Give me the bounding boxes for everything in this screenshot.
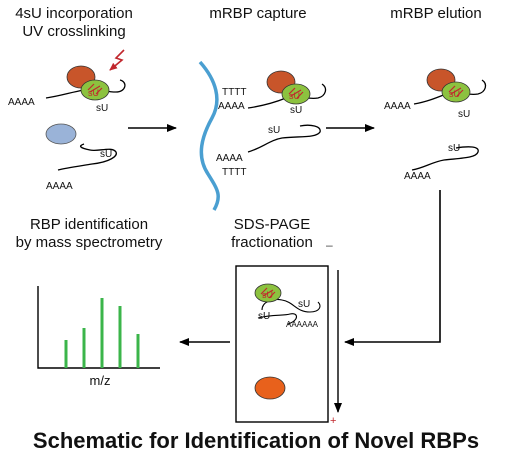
polya-label: AAAA [46, 181, 73, 192]
gel-minus-sign: – [326, 238, 333, 252]
mass-spectrum [37, 286, 160, 369]
step-capture-label: mRBP capture [209, 5, 307, 22]
panel-capture [198, 60, 327, 211]
crosslink-mark [288, 87, 304, 99]
crosslink-mark [260, 287, 276, 299]
polya-label: AAAA [218, 101, 245, 112]
protein-green [281, 83, 311, 105]
gel-panel [235, 265, 342, 423]
su-label: sU [258, 311, 271, 322]
sds-line1: SDS-PAGE [233, 216, 311, 233]
oligo-dt-bead [198, 60, 220, 211]
su-label: sU [290, 105, 303, 116]
protein-blue [45, 123, 77, 145]
protein-green [80, 79, 110, 101]
crosslink-mark [87, 83, 103, 95]
sds-line2: fractionation [231, 234, 313, 251]
su-label: sU [268, 125, 281, 136]
step-sds-label: SDS-PAGE fractionation [212, 216, 332, 252]
arrow-to-sds [344, 190, 441, 346]
crosslinked-su-label: sU [262, 290, 273, 300]
step-elution-label: mRBP elution [390, 5, 482, 22]
gel-box [235, 265, 329, 423]
crosslinked-su-label: sU [88, 88, 99, 98]
figure-title: Schematic for Identification of Novel RB… [32, 428, 480, 453]
lightning-icon [109, 49, 125, 71]
polyt-label: TTTT [222, 167, 247, 178]
su-label: sU [448, 143, 461, 154]
step-incorporation-label: 4sU incorporation UV crosslinking [4, 5, 144, 41]
incorporation-line1: 4sU incorporation [15, 5, 133, 22]
crosslinked-su-label: sU [289, 91, 300, 101]
mrna-strand-free [57, 143, 117, 171]
polya-label: AAAA [8, 97, 35, 108]
su-label: sU [298, 299, 311, 310]
captured-mrna-2 [247, 124, 321, 153]
su-label: sU [458, 109, 471, 120]
panel-elution [411, 68, 487, 171]
polya-label: AAAA [384, 101, 411, 112]
polya-label: AAAA [216, 153, 243, 164]
panel-incorporation [45, 49, 126, 171]
eluted-mrna-2 [411, 146, 479, 171]
gel-plus-sign: + [330, 415, 337, 427]
polya-label: AAAA [404, 171, 431, 182]
su-label: sU [96, 103, 109, 114]
step-identification-label: RBP identification by mass spectrometry [4, 216, 174, 252]
spectrum-axes [37, 286, 160, 369]
incorporation-line2: UV crosslinking [22, 23, 126, 40]
su-label: sU [100, 149, 113, 160]
polya-long-label: AAAAAA [286, 320, 319, 329]
polyt-label: TTTT [222, 87, 247, 98]
gel-band-orange [254, 376, 286, 400]
identification-line1: RBP identification [29, 216, 149, 233]
protein-green [441, 81, 471, 103]
crosslinked-su-label: sU [449, 89, 460, 99]
identification-line2: by mass spectrometry [15, 234, 163, 251]
spectrum-xlabel: m/z [89, 373, 111, 388]
crosslink-mark [448, 85, 464, 97]
